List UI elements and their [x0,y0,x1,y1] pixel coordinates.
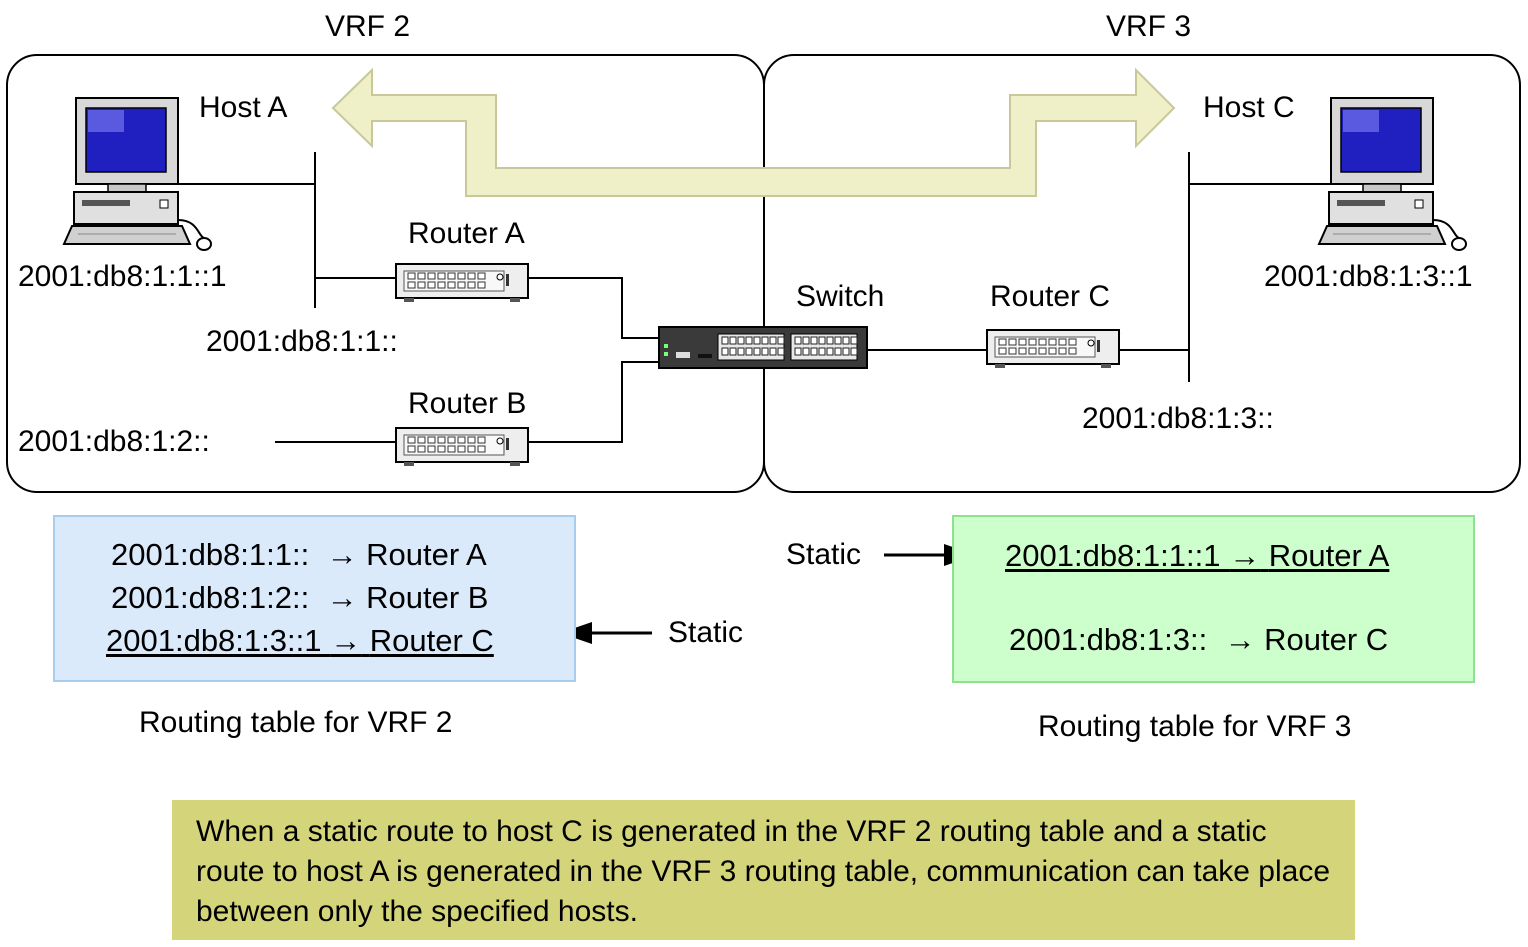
router-icon [394,427,530,466]
network-3-label: 2001:db8:1:3:: [1082,402,1274,435]
routing-table-vrf2: 2001:db8:1:1:: → Router A 2001:db8:1:2::… [53,515,576,682]
host-a-address: 2001:db8:1:1::1 [18,260,227,293]
router-b-switch-link [528,361,660,443]
router-icon [985,329,1121,368]
host-a-label: Host A [199,91,288,124]
route-arrow: → [1224,622,1256,657]
route-next-hop: Router B [366,580,489,615]
route-arrow: → [1229,538,1261,573]
router-a-label: Router A [408,217,525,250]
host-c-label: Host C [1203,91,1295,124]
routing-entry: 2001:db8:1:3:: → Router C [1009,622,1388,658]
route-next-hop: Router A [1268,538,1390,573]
vrf2-title: VRF 2 [325,10,411,43]
host-c-address: 2001:db8:1:3::1 [1264,260,1473,293]
communication-flow-arrow [331,67,1176,197]
switch-label: Switch [796,280,885,313]
routing-entry: 2001:db8:1:1:: → Router A [111,537,487,573]
route-destination: 2001:db8:1:2:: [111,580,310,615]
router-c-label: Router C [990,280,1111,313]
explanation-note: When a static route to host C is generat… [172,800,1355,940]
routing-table-vrf3-caption: Routing table for VRF 3 [1038,710,1352,743]
router-b-label: Router B [408,387,527,420]
route-next-hop: Router A [366,537,487,572]
route-arrow: → [326,537,358,572]
switch-icon [658,326,868,369]
route-destination: 2001:db8:1:3::1 [106,623,322,658]
static-arrowhead-vrf2 [560,622,592,644]
routing-table-vrf2-caption: Routing table for VRF 2 [139,706,453,739]
network-1-label: 2001:db8:1:1:: [206,325,398,358]
static-routing-entry: 2001:db8:1:3::1 → Router C [106,623,494,659]
routing-table-vrf3: 2001:db8:1:1::1 → Router A 2001:db8:1:3:… [952,515,1475,683]
route-arrow: → [326,580,358,615]
static-label-vrf2: Static [668,616,744,649]
route-destination: 2001:db8:1:1:: [111,537,310,572]
route-destination: 2001:db8:1:3:: [1009,622,1208,657]
routing-entry: 2001:db8:1:2:: → Router B [111,580,488,616]
router-a-switch-link [528,277,660,339]
route-next-hop: Router C [369,623,494,658]
network-2-label: 2001:db8:1:2:: [18,425,210,458]
route-destination: 2001:db8:1:1::1 [1005,538,1221,573]
static-routing-entry: 2001:db8:1:1::1 → Router A [1005,538,1389,574]
desktop-computer-icon [62,97,212,251]
static-label-vrf3: Static [786,538,862,571]
router-icon [394,263,530,302]
desktop-computer-icon [1317,97,1467,251]
route-arrow: → [330,623,362,658]
vrf3-title: VRF 3 [1106,10,1192,43]
route-next-hop: Router C [1264,622,1389,657]
